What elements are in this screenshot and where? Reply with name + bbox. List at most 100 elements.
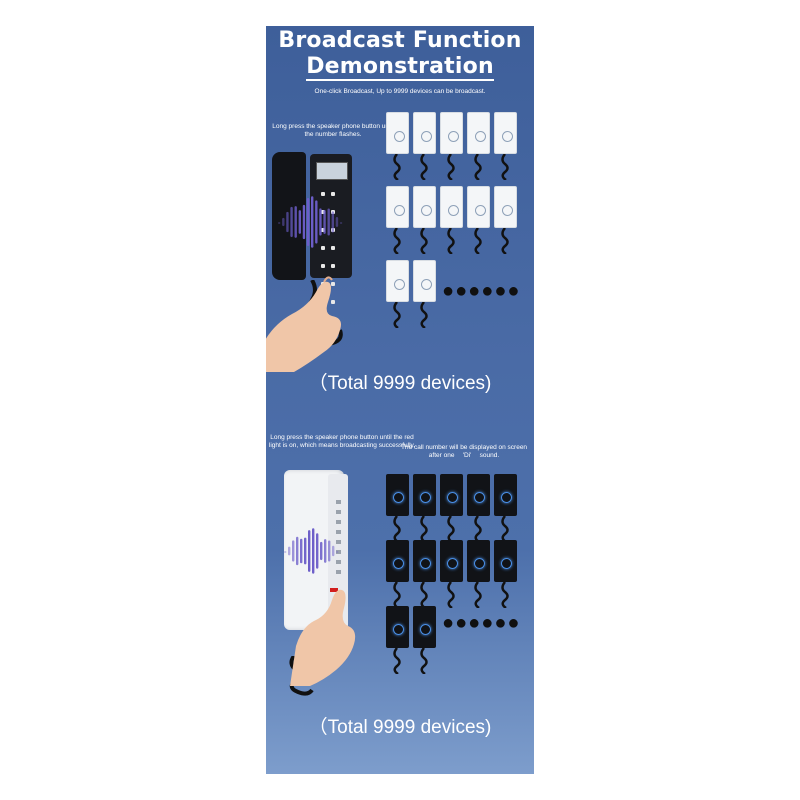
speaker-icon (448, 205, 459, 216)
speaker-icon (501, 492, 512, 503)
wave-bar (298, 210, 302, 234)
subtitle: One-click Broadcast, Up to 9999 devices … (314, 88, 486, 95)
speaker-icon (421, 279, 432, 290)
wave-bar (294, 206, 297, 238)
black-slave-device (494, 474, 517, 547)
speaker-icon (447, 558, 458, 569)
red-indicator-light (330, 588, 338, 592)
wave-bar (311, 196, 314, 248)
speaker-icon (421, 131, 432, 142)
section2-caption-left: Long press the speaker phone button unti… (268, 434, 416, 449)
wave-bar (327, 208, 330, 236)
wave-bar (292, 540, 295, 562)
keypad-key (336, 560, 341, 564)
white-slave-device (494, 112, 517, 185)
keypad-key (331, 264, 335, 268)
white-slave-device (413, 112, 436, 185)
speaker-icon (394, 279, 405, 290)
pressing-hand (290, 589, 356, 686)
wave-bar (328, 540, 331, 562)
more-dots-icon: ●●●●●● (442, 612, 521, 634)
speaker-icon (475, 131, 486, 142)
keypad-key (336, 520, 341, 524)
keypad-key (336, 540, 341, 544)
wave-bar (304, 537, 307, 565)
white-slave-device (413, 260, 436, 333)
wave-bar (315, 200, 318, 244)
wave-bar (316, 533, 319, 569)
wave-bar (332, 545, 335, 557)
wave-bar (286, 211, 289, 233)
keypad-key (336, 570, 341, 574)
black-slave-device (413, 540, 436, 613)
black-slave-device (386, 474, 409, 547)
sound-wave-icon (278, 196, 343, 248)
black-slave-device (440, 540, 463, 613)
wave-bar (336, 551, 339, 553)
wave-bar (324, 539, 327, 563)
wave-bar (284, 551, 287, 553)
section1-caption: Long press the speaker phone button unti… (272, 123, 394, 138)
section1-total: （Total 9999 devices) (308, 373, 492, 394)
keypad-key (331, 300, 335, 304)
wave-bar (288, 546, 291, 556)
keypad-key (336, 530, 341, 534)
speaker-icon (393, 492, 404, 503)
keypad-key (321, 228, 325, 232)
sound-wave-icon (284, 528, 339, 574)
wave-bar (296, 536, 299, 566)
keypad-key (321, 210, 325, 214)
black-slave-device (386, 540, 409, 613)
black-slave-device (494, 540, 517, 613)
speaker-icon (474, 558, 485, 569)
wave-bar (278, 222, 281, 224)
white-slave-device (494, 186, 517, 259)
title-line-1: Broadcast Function (278, 28, 522, 53)
keypad-key (331, 282, 335, 286)
keypad-key (331, 192, 335, 196)
wave-bar (335, 217, 339, 227)
speaker-icon (447, 492, 458, 503)
wave-bar (320, 541, 323, 561)
black-slave-device (413, 474, 436, 547)
section2-caption-right: The call number will be displayed on scr… (400, 444, 528, 459)
black-slave-device (467, 540, 490, 613)
speaker-icon (420, 492, 431, 503)
speaker-icon (394, 205, 405, 216)
white-slave-device (440, 112, 463, 185)
keypad-key (336, 510, 341, 514)
speaker-icon (502, 131, 513, 142)
wave-bar (331, 211, 335, 233)
wave-bar (302, 204, 306, 240)
wave-bar (300, 538, 303, 564)
keypad-key (321, 264, 325, 268)
white-slave-device (386, 112, 409, 185)
black-slave-device (386, 606, 409, 679)
keypad-key (321, 192, 325, 196)
lcd-screen (316, 162, 348, 180)
wave-bar (290, 206, 293, 238)
speaker-icon (393, 624, 404, 635)
wave-bar (306, 197, 310, 247)
black-slave-device (413, 606, 436, 679)
speaker-icon (474, 492, 485, 503)
speaker-icon (475, 205, 486, 216)
wave-bar (312, 528, 315, 574)
pressing-hand (266, 276, 341, 372)
more-dots-icon: ●●●●●● (442, 280, 521, 302)
white-slave-device (467, 112, 490, 185)
black-slave-device (440, 474, 463, 547)
speaker-icon (394, 131, 405, 142)
broadcast-demo-panel: Broadcast Function Demonstration One-cli… (266, 26, 534, 774)
wave-bar (319, 208, 322, 236)
keypad-key (321, 246, 325, 250)
speaker-icon (393, 558, 404, 569)
black-slave-device (467, 474, 490, 547)
wave-bar (308, 530, 311, 572)
white-slave-device (386, 260, 409, 333)
speaker-icon (502, 205, 513, 216)
speaker-icon (420, 558, 431, 569)
keypad-key (331, 246, 335, 250)
white-slave-device (467, 186, 490, 259)
speaker-icon (421, 205, 432, 216)
